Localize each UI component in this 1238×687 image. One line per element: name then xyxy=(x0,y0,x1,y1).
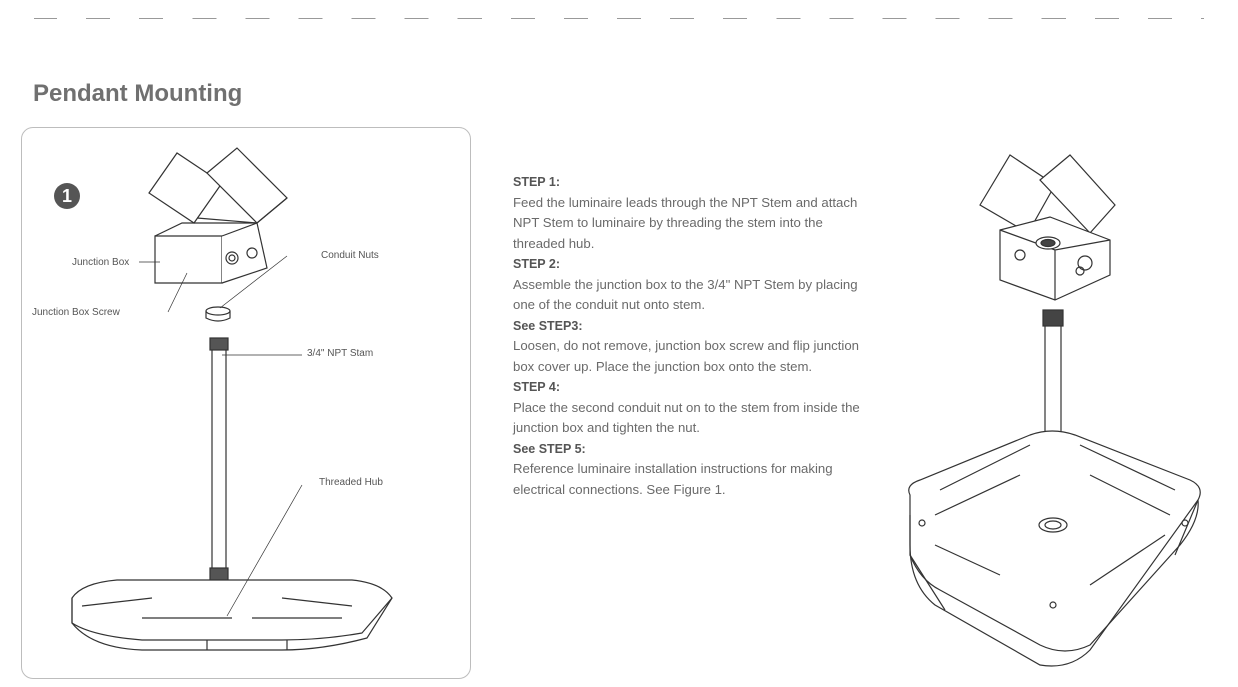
step-4-text: Place the second conduit nut on to the s… xyxy=(513,399,860,436)
step-1-heading: STEP 1: xyxy=(513,175,561,189)
page-title: Pendant Mounting xyxy=(33,80,243,107)
step-5-heading: See STEP 5: xyxy=(513,441,586,456)
label-conduit-nuts: Conduit Nuts xyxy=(321,250,379,261)
label-npt-stem: 3/4" NPT Stam xyxy=(307,348,374,359)
step-1-text: Feed the luminaire leads through the NPT… xyxy=(513,194,858,251)
exploded-figure-panel: 1 Junction Box Junction Box Screw Condui… xyxy=(21,127,471,679)
installation-steps: STEP 1: Feed the luminaire leads through… xyxy=(513,172,863,500)
step-2-heading: STEP 2: xyxy=(513,257,561,271)
exploded-assembly-drawing xyxy=(71,147,393,651)
step-5-text: Reference luminaire installation instruc… xyxy=(513,461,833,497)
step-3-text: Loosen, do not remove, junction box scre… xyxy=(513,338,860,374)
dashed-divider xyxy=(34,18,1204,19)
label-junction-box-screw: Junction Box Screw xyxy=(32,307,120,318)
label-threaded-hub: Threaded Hub xyxy=(319,477,383,488)
step-4-heading: STEP 4: xyxy=(513,380,561,394)
label-junction-box: Junction Box xyxy=(72,257,130,268)
step-number-badge: 1 xyxy=(54,183,80,209)
assembled-pendant-drawing xyxy=(908,154,1201,667)
step-2-text: Assemble the junction box to the 3/4" NP… xyxy=(513,276,858,313)
step-3-heading: See STEP3: xyxy=(513,318,583,333)
